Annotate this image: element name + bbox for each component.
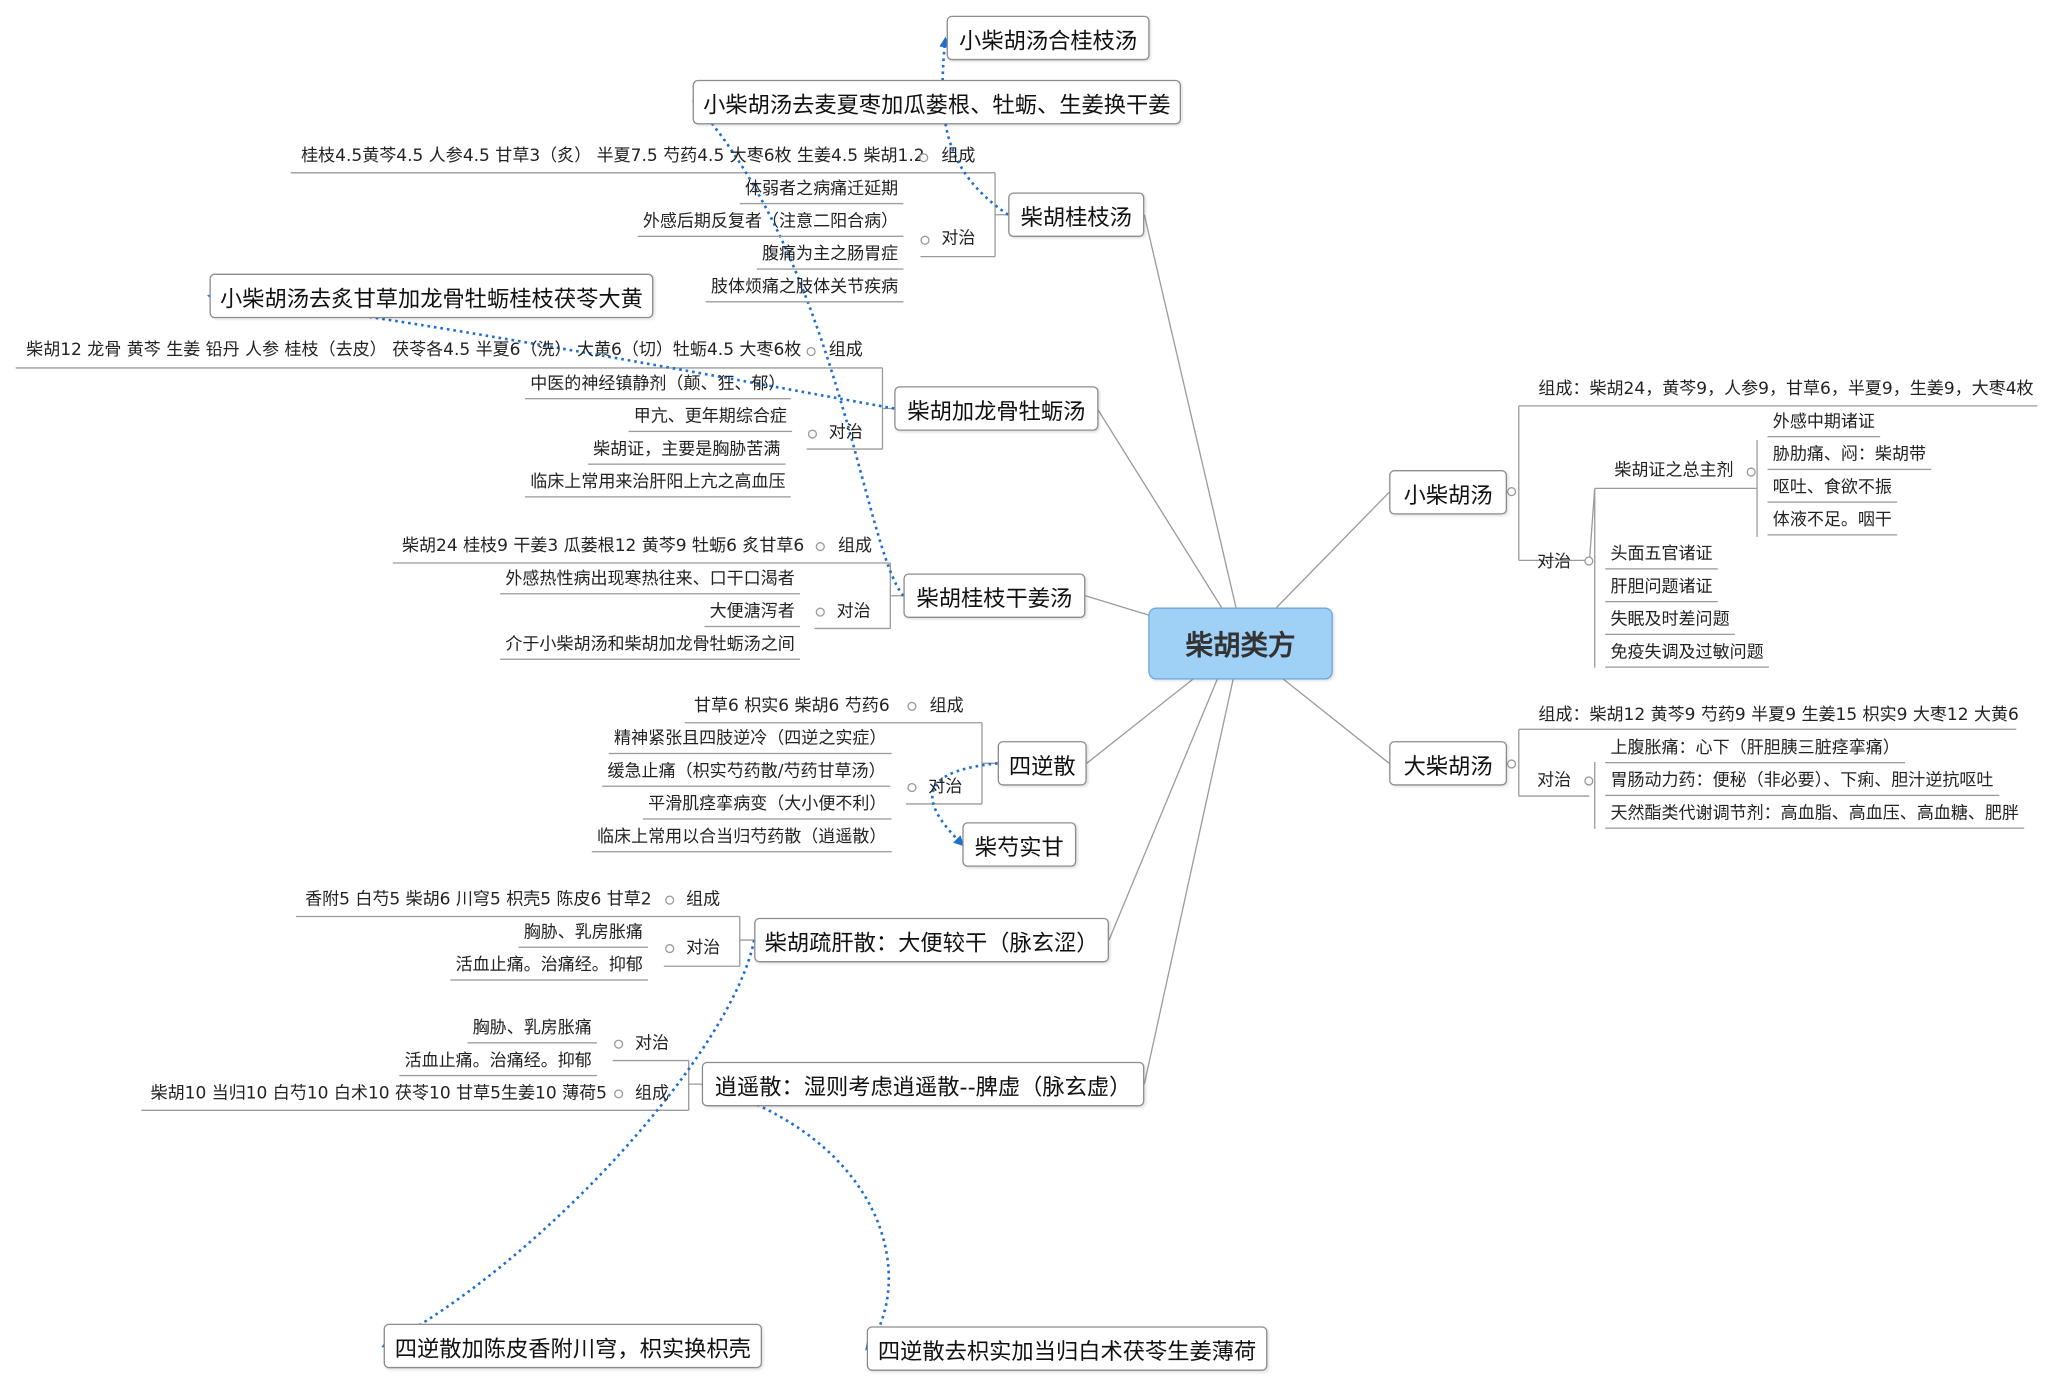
node-xiao-chaihu[interactable]: 小柴胡汤 bbox=[1389, 470, 1508, 515]
collapse-toggle-icon[interactable] bbox=[614, 1039, 624, 1049]
guizhi-treat-item: 肢体烦痛之肢体关节疾病 bbox=[705, 275, 904, 303]
connector-guizhi bbox=[1143, 214, 1237, 608]
ganjiang-compose-label: 组成 bbox=[837, 536, 873, 557]
sini-treat-item: 精神紧张且四肢逆冷（四逆之实症） bbox=[608, 727, 892, 755]
connector-ganjiang bbox=[1085, 595, 1150, 616]
xiao-syndrome: 柴胡证之总主剂 bbox=[1614, 460, 1734, 481]
guizhi-compose: 桂枝4.5黄芩4.5 人参4.5 甘草3（炙） 半夏7.5 芍药4.5 大枣6枚… bbox=[301, 146, 925, 167]
ganjiang-treat-label: 对治 bbox=[836, 602, 871, 622]
xiao-syndrome-item: 胁肋痛、闷：柴胡带 bbox=[1767, 443, 1932, 471]
longgu-treat-item: 临床上常用来治肝阳上亢之高血压 bbox=[525, 470, 791, 498]
sini-treat-item: 平滑肌痉挛病变（大小便不利） bbox=[642, 792, 892, 820]
collapse-toggle-icon[interactable] bbox=[1746, 467, 1756, 477]
sini-treat-item: 缓急止痛（枳实芍药散/芍药甘草汤） bbox=[602, 759, 891, 787]
collapse-toggle-icon[interactable] bbox=[665, 944, 675, 954]
connector-shugan bbox=[1108, 677, 1219, 941]
guizhi-treat-item: 外感后期反复者（注意二阳合病） bbox=[637, 209, 904, 237]
shugan-treat-item: 胸胁、乳房胀痛 bbox=[518, 920, 649, 948]
xiaoyao-treat-item: 胸胁、乳房胀痛 bbox=[467, 1016, 598, 1044]
shugan-treat-label: 对治 bbox=[686, 938, 721, 959]
node-ganjiang-variant[interactable]: 小柴胡汤去麦夏枣加瓜蒌根、牡蛎、生姜换干姜 bbox=[692, 79, 1181, 125]
node-xiaoyao-san[interactable]: 逍遥散：湿则考虑逍遥散--脾虚（脉玄虚） bbox=[701, 1061, 1145, 1107]
collapse-toggle-icon[interactable] bbox=[614, 1089, 624, 1099]
collapse-toggle-icon[interactable] bbox=[807, 429, 818, 439]
ganjiang-treat-item: 外感热性病出现寒热往来、口干口渴者 bbox=[500, 567, 801, 595]
collapse-toggle-icon[interactable] bbox=[665, 895, 675, 905]
collapse-toggle-icon[interactable] bbox=[907, 701, 917, 711]
node-guizhi-merge[interactable]: 小柴胡汤合桂枝汤 bbox=[946, 15, 1150, 61]
connector-sini bbox=[1086, 677, 1195, 764]
node-xiaoyao-variant[interactable]: 四逆散去枳实加当归白术茯苓生姜薄荷 bbox=[866, 1326, 1268, 1371]
connector-xiaoyao bbox=[1143, 678, 1234, 1085]
xiaoyao-treat-item: 活血止痛。治痛经。抑郁 bbox=[399, 1049, 598, 1077]
central-topic[interactable]: 柴胡类方 bbox=[1148, 607, 1333, 680]
node-chaihu-ganjiang[interactable]: 柴胡桂枝干姜汤 bbox=[903, 573, 1086, 618]
ganjiang-compose: 柴胡24 桂枝9 干姜3 瓜蒌根12 黄芩9 牡蛎6 炙甘草6 bbox=[401, 536, 805, 557]
link-shugan-var bbox=[381, 939, 756, 1348]
link-longgu-var bbox=[206, 291, 895, 410]
node-longgu-variant[interactable]: 小柴胡汤去炙甘草加龙骨牡蛎桂枝茯苓大黄 bbox=[209, 273, 654, 319]
da-treat-label: 对治 bbox=[1537, 771, 1572, 791]
node-chaihu-shugan[interactable]: 柴胡疏肝散：大便较干（脉玄涩） bbox=[754, 917, 1109, 963]
link-xiaoyao-var bbox=[701, 1082, 891, 1351]
collapse-toggle-icon[interactable] bbox=[920, 235, 930, 245]
link-guizhi-merge bbox=[939, 36, 1009, 216]
node-chaihu-longgu[interactable]: 柴胡加龙骨牡蛎汤 bbox=[894, 386, 1099, 431]
sini-treat-label: 对治 bbox=[928, 777, 963, 798]
xiaoyao-compose: 柴胡10 当归10 白芍10 白术10 茯苓10 甘草5生姜10 薄荷5 bbox=[150, 1084, 607, 1104]
collapse-toggle-icon[interactable] bbox=[806, 346, 816, 357]
collapse-toggle-icon[interactable] bbox=[1584, 556, 1594, 566]
longgu-treat-item: 甲亢、更年期综合症 bbox=[628, 405, 793, 433]
da-compose: 组成：柴胡12 黄芩9 芍药9 半夏9 生姜15 枳实9 大枣12 大黄6 bbox=[1538, 705, 2019, 726]
xiao-treat-item: 免疫失调及过敏问题 bbox=[1605, 640, 1769, 668]
xiao-compose: 组成：柴胡24，黄芩9，人参9，甘草6，半夏9，生姜9，大枣4枚 bbox=[1538, 379, 2034, 400]
sini-treat-item: 临床上常用以合当归芍药散（逍遥散） bbox=[591, 825, 892, 853]
da-treat-item: 天然酯类代谢调节剂：高血脂、高血压、高血糖、肥胖 bbox=[1605, 801, 2025, 829]
xiao-syndrome-item: 体液不足。咽干 bbox=[1767, 508, 1898, 536]
guizhi-treat-item: 体弱者之病痛迁延期 bbox=[739, 177, 904, 205]
node-sini-short[interactable]: 柴芍实甘 bbox=[962, 822, 1077, 867]
sini-compose: 甘草6 枳实6 柴胡6 芍药6 bbox=[693, 696, 890, 717]
longgu-compose-label: 组成 bbox=[828, 340, 863, 361]
xiao-treat-item: 失眠及时差问题 bbox=[1605, 608, 1735, 636]
xiao-syndrome-item: 呕吐、食欲不振 bbox=[1767, 475, 1898, 503]
link-sini-short bbox=[931, 762, 998, 847]
da-treat-item: 上腹胀痛：心下（肝胆胰三脏痉挛痛） bbox=[1605, 736, 1906, 764]
guizhi-treat-item: 腹痛为主之肠胃症 bbox=[756, 242, 904, 270]
node-chaihu-guizhi[interactable]: 柴胡桂枝汤 bbox=[1008, 192, 1145, 237]
longgu-treat-label: 对治 bbox=[828, 422, 863, 443]
shugan-treat-item: 活血止痛。治痛经。抑郁 bbox=[450, 953, 649, 981]
guizhi-treat-label: 对治 bbox=[941, 229, 976, 249]
da-treat-item: 胃肠动力药：便秘（非必要）、下痢、胆汁逆抗呕吐 bbox=[1605, 769, 1999, 797]
longgu-treat-item: 柴胡证，主要是胸胁苦满 bbox=[587, 437, 786, 465]
connector-da bbox=[1280, 676, 1390, 764]
xiao-treat-label: 对治 bbox=[1537, 552, 1572, 573]
longgu-compose: 柴胡12 龙骨 黄芩 生姜 铅丹 人参 桂枝（去皮） 茯苓各4.5 半夏6（洗）… bbox=[26, 340, 802, 361]
collapse-toggle-icon[interactable] bbox=[1584, 776, 1594, 786]
xiaoyao-treat-label: 对治 bbox=[635, 1034, 670, 1054]
shugan-compose-label: 组成 bbox=[686, 890, 721, 910]
collapse-toggle-icon[interactable] bbox=[907, 782, 917, 793]
shugan-compose: 香附5 白芍5 柴胡6 川穹5 枳壳5 陈皮6 甘草2 bbox=[305, 890, 652, 910]
connector-longgu bbox=[1096, 408, 1223, 608]
node-da-chaihu[interactable]: 大柴胡汤 bbox=[1389, 741, 1508, 786]
connector-xiao bbox=[1276, 491, 1390, 608]
xiao-treat-item: 头面五官诸证 bbox=[1605, 542, 1718, 570]
guizhi-compose-label: 组成 bbox=[941, 146, 976, 167]
collapse-toggle-icon[interactable] bbox=[815, 607, 825, 617]
ganjiang-treat-item: 大便溏泻者 bbox=[704, 600, 801, 628]
sini-compose-label: 组成 bbox=[929, 696, 964, 717]
node-shugan-variant[interactable]: 四逆散加陈皮香附川穹，枳实换枳壳 bbox=[383, 1323, 763, 1369]
collapse-toggle-icon[interactable] bbox=[919, 153, 929, 163]
node-sini-san[interactable]: 四逆散 bbox=[997, 741, 1087, 786]
xiao-syndrome-item: 外感中期诸证 bbox=[1767, 410, 1881, 438]
collapse-toggle-icon[interactable] bbox=[1507, 487, 1517, 497]
collapse-toggle-icon[interactable] bbox=[815, 542, 825, 552]
xiao-treat-item: 肝胆问题诸证 bbox=[1605, 575, 1718, 603]
longgu-treat-item: 中医的神经镇静剂（颠、狂、郁） bbox=[525, 372, 791, 400]
xiaoyao-compose-label: 组成 bbox=[635, 1084, 670, 1104]
ganjiang-treat-item: 介于小柴胡汤和柴胡加龙骨牡蛎汤之间 bbox=[500, 632, 801, 660]
collapse-toggle-icon[interactable] bbox=[1507, 759, 1517, 769]
